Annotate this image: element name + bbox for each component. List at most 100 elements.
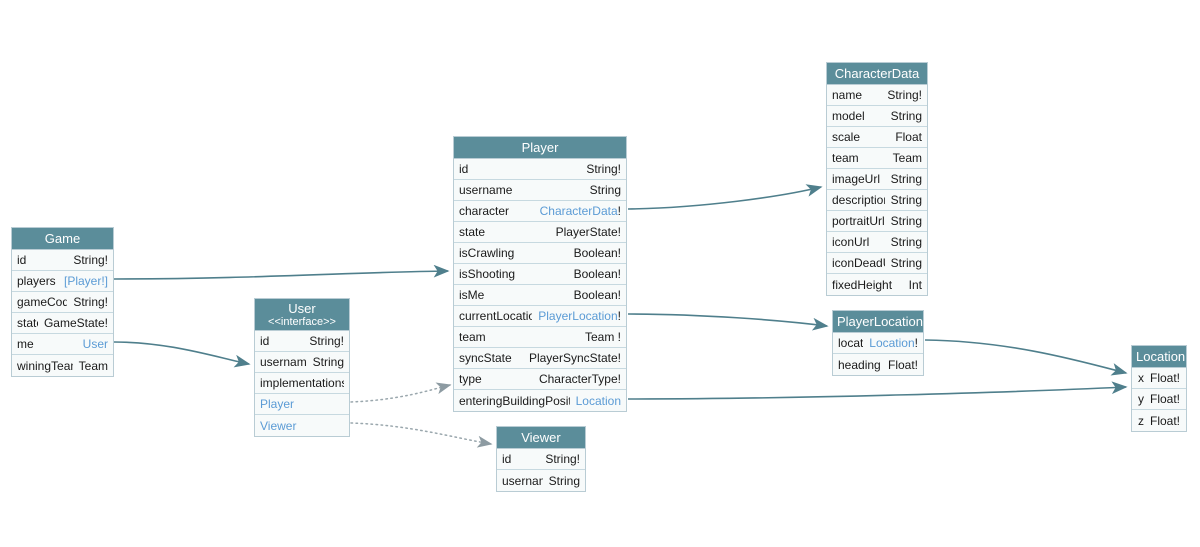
- field-name: id: [459, 162, 469, 176]
- field-row[interactable]: id String!: [497, 449, 585, 470]
- field-row[interactable]: isCrawling Boolean!: [454, 243, 626, 264]
- field-row[interactable]: type CharacterType!: [454, 369, 626, 390]
- field-row[interactable]: currentLocation PlayerLocation!: [454, 306, 626, 327]
- field-name: enteringBuildingPosition: [459, 393, 570, 408]
- field-type: String: [890, 109, 922, 123]
- field-type[interactable]: PlayerLocation!: [532, 309, 621, 323]
- field-name: id: [260, 334, 270, 348]
- entity-user[interactable]: User <<interface>> id String! username S…: [254, 298, 350, 437]
- implementation-row-player[interactable]: Player: [255, 394, 349, 415]
- field-row[interactable]: y Float!: [1132, 389, 1186, 410]
- field-type: Int: [908, 277, 922, 292]
- entity-player[interactable]: Player id String! username String charac…: [453, 136, 627, 412]
- field-row[interactable]: id String!: [255, 331, 349, 352]
- field-type[interactable]: Location!: [863, 336, 918, 350]
- field-name: currentLocation: [459, 309, 532, 323]
- field-row[interactable]: id String!: [12, 250, 113, 271]
- field-row[interactable]: iconUrl String: [827, 232, 927, 253]
- field-name: iconUrl: [832, 235, 870, 249]
- implementation-name[interactable]: Viewer: [260, 418, 297, 433]
- field-type: Float!: [1149, 413, 1180, 428]
- field-row[interactable]: players [Player!]: [12, 271, 113, 292]
- field-type: PlayerSyncState!: [528, 351, 621, 365]
- field-type[interactable]: Location: [575, 393, 621, 408]
- field-row[interactable]: isShooting Boolean!: [454, 264, 626, 285]
- field-name: name: [832, 88, 863, 102]
- non-null-marker: !: [914, 336, 918, 350]
- field-type: String!: [309, 334, 344, 348]
- field-row[interactable]: enteringBuildingPosition Location: [454, 390, 626, 411]
- field-type: PlayerState!: [555, 225, 621, 239]
- field-row[interactable]: state GameState!: [12, 313, 113, 334]
- field-name: z: [1138, 413, 1144, 428]
- field-type: String: [589, 183, 621, 197]
- field-row[interactable]: username String: [255, 352, 349, 373]
- field-name: fixedHeight: [832, 277, 893, 292]
- field-type: CharacterType!: [538, 372, 621, 386]
- field-type-link[interactable]: PlayerLocation: [538, 309, 618, 323]
- field-name: iconDeadUrl: [832, 256, 885, 270]
- field-name: description: [832, 193, 885, 207]
- field-row[interactable]: description String: [827, 190, 927, 211]
- field-row[interactable]: character CharacterData!: [454, 201, 626, 222]
- entity-characterdata[interactable]: CharacterData name String! model String …: [826, 62, 928, 296]
- field-type[interactable]: CharacterData!: [534, 204, 621, 218]
- field-row[interactable]: iconDeadUrl String: [827, 253, 927, 274]
- edge-player-enteringbuildingposition-to-location: [627, 381, 1128, 400]
- field-type: Team: [892, 151, 922, 165]
- field-row[interactable]: location Location!: [833, 333, 923, 354]
- field-row[interactable]: winingTeam Team: [12, 355, 113, 376]
- field-type: Team !: [584, 330, 621, 344]
- field-row[interactable]: gameCode String!: [12, 292, 113, 313]
- field-row[interactable]: syncState PlayerSyncState!: [454, 348, 626, 369]
- edge-game-players-to-player: [113, 264, 450, 280]
- edge-user-implements-player: [350, 382, 452, 403]
- field-row[interactable]: x Float!: [1132, 368, 1186, 389]
- field-row[interactable]: team Team: [827, 148, 927, 169]
- field-type: String!: [73, 295, 108, 309]
- field-type[interactable]: User: [82, 337, 108, 351]
- entity-characterdata-title: CharacterData: [827, 63, 927, 85]
- field-name: syncState: [459, 351, 512, 365]
- field-row[interactable]: username String: [497, 470, 585, 491]
- field-row[interactable]: portraitUrl String: [827, 211, 927, 232]
- entity-viewer[interactable]: Viewer id String! username String: [496, 426, 586, 492]
- field-row[interactable]: name String!: [827, 85, 927, 106]
- field-name: username: [459, 183, 513, 197]
- field-row[interactable]: heading Float!: [833, 354, 923, 375]
- field-type-link[interactable]: CharacterData: [539, 204, 618, 218]
- field-name: isMe: [459, 288, 485, 302]
- field-row[interactable]: me User: [12, 334, 113, 355]
- field-row[interactable]: state PlayerState!: [454, 222, 626, 243]
- field-type[interactable]: [Player!]: [63, 274, 108, 288]
- field-row[interactable]: team Team !: [454, 327, 626, 348]
- entity-location[interactable]: Location x Float! y Float! z Float!: [1131, 345, 1187, 432]
- entity-game[interactable]: Game id String! players [Player!] gameCo…: [11, 227, 114, 377]
- non-null-marker: !: [617, 309, 621, 323]
- implementation-name[interactable]: Player: [260, 397, 295, 411]
- field-name: type: [459, 372, 482, 386]
- edge-playerlocation-location-to-location: [924, 339, 1128, 376]
- entity-playerlocation[interactable]: PlayerLocation location Location! headin…: [832, 310, 924, 376]
- field-row[interactable]: username String: [454, 180, 626, 201]
- field-name: portraitUrl: [832, 214, 885, 228]
- field-type-link[interactable]: Location: [869, 336, 915, 350]
- field-row[interactable]: fixedHeight Int: [827, 274, 927, 295]
- implementation-row-viewer[interactable]: Viewer: [255, 415, 349, 436]
- field-name: isShooting: [459, 267, 516, 281]
- field-row[interactable]: imageUrl String: [827, 169, 927, 190]
- field-row[interactable]: scale Float: [827, 127, 927, 148]
- field-row[interactable]: model String: [827, 106, 927, 127]
- field-type: Boolean!: [573, 288, 621, 302]
- field-row[interactable]: z Float!: [1132, 410, 1186, 431]
- field-name: y: [1138, 392, 1144, 406]
- edge-player-character-to-chardata: [627, 184, 823, 210]
- field-type: String!: [545, 452, 580, 466]
- field-row[interactable]: isMe Boolean!: [454, 285, 626, 306]
- field-type: GameState!: [43, 316, 108, 330]
- field-name: id: [502, 452, 512, 466]
- field-name: team: [459, 330, 486, 344]
- field-row[interactable]: id String!: [454, 159, 626, 180]
- non-null-marker: !: [617, 204, 621, 218]
